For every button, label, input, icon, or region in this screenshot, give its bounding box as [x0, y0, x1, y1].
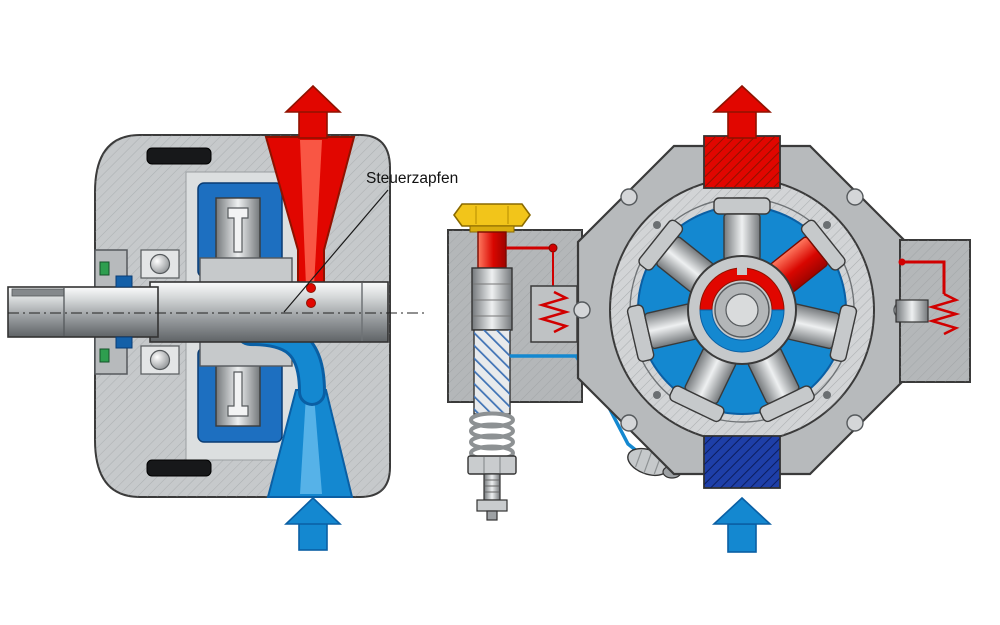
pilot-spring-red: [537, 290, 571, 334]
compensator-piston: [895, 299, 929, 323]
pintle-port: [306, 283, 316, 293]
pilot-spring-pocket: [530, 285, 578, 343]
suction-funnel-highlight: [300, 395, 322, 494]
valve-hex-nut: [467, 455, 517, 475]
ring-screw: [823, 391, 831, 399]
flange-bolt: [573, 301, 591, 319]
pressure-out-arrow: [711, 84, 773, 139]
valve-coil-spring: [469, 411, 515, 462]
valve-spring-stripes: [474, 330, 510, 414]
hub-bore: [725, 293, 759, 327]
valve-lock-nut: [476, 499, 508, 512]
pilot-line-junction: [548, 243, 558, 253]
seal-ring: [115, 275, 133, 288]
pressure-out-arrow: [284, 84, 342, 139]
flange-bolt: [846, 188, 864, 206]
hub-suction-gallery: [699, 309, 785, 353]
valve-cap-hex: [453, 203, 531, 227]
pintle-shaft: [149, 281, 389, 343]
bearing-ball: [149, 349, 171, 371]
valve-sleeve: [471, 267, 513, 331]
compensator-pilot-line: [905, 260, 946, 294]
suction-port-hatch: [704, 436, 780, 488]
callout-label: Steuerzapfen: [366, 170, 458, 187]
ring-screw: [653, 221, 661, 229]
ring-screw: [653, 391, 661, 399]
shaft-seal: [99, 348, 110, 363]
compensator-spring-red: [927, 292, 961, 336]
valve-poppet-bottom: [227, 371, 249, 417]
callout-leader-line: [283, 189, 389, 313]
valve-cap-collar: [469, 225, 515, 233]
bearing-ball: [149, 253, 171, 275]
valve-stem-tip: [486, 510, 498, 521]
suction-in-arrow: [284, 496, 342, 551]
valve-poppet-top: [227, 207, 249, 253]
valve-red-cylinder: [477, 231, 507, 269]
axial-section-view: Steuerzapfen: [7, 84, 458, 551]
suction-in-arrow: [711, 496, 773, 553]
compensator-block: [895, 239, 971, 383]
compensator-pilot-junction: [898, 258, 906, 266]
pintle-port: [306, 298, 316, 308]
shaft-keyway: [11, 288, 65, 297]
flange-bolt: [620, 188, 638, 206]
pintle-hub: [687, 255, 797, 365]
shaft-seal: [99, 261, 110, 276]
pressure-port-hatch: [704, 136, 780, 188]
cover-bolt: [146, 459, 212, 477]
pressure-funnel-highlight: [300, 140, 322, 286]
flange-bolt: [620, 414, 638, 432]
valve-adjust-stem: [483, 473, 501, 501]
seal-ring: [115, 336, 133, 349]
cover-bolt: [146, 147, 212, 165]
ring-screw: [823, 221, 831, 229]
flange-bolt: [846, 414, 864, 432]
hub-notch: [737, 266, 747, 275]
radial-section-view: [573, 84, 971, 553]
